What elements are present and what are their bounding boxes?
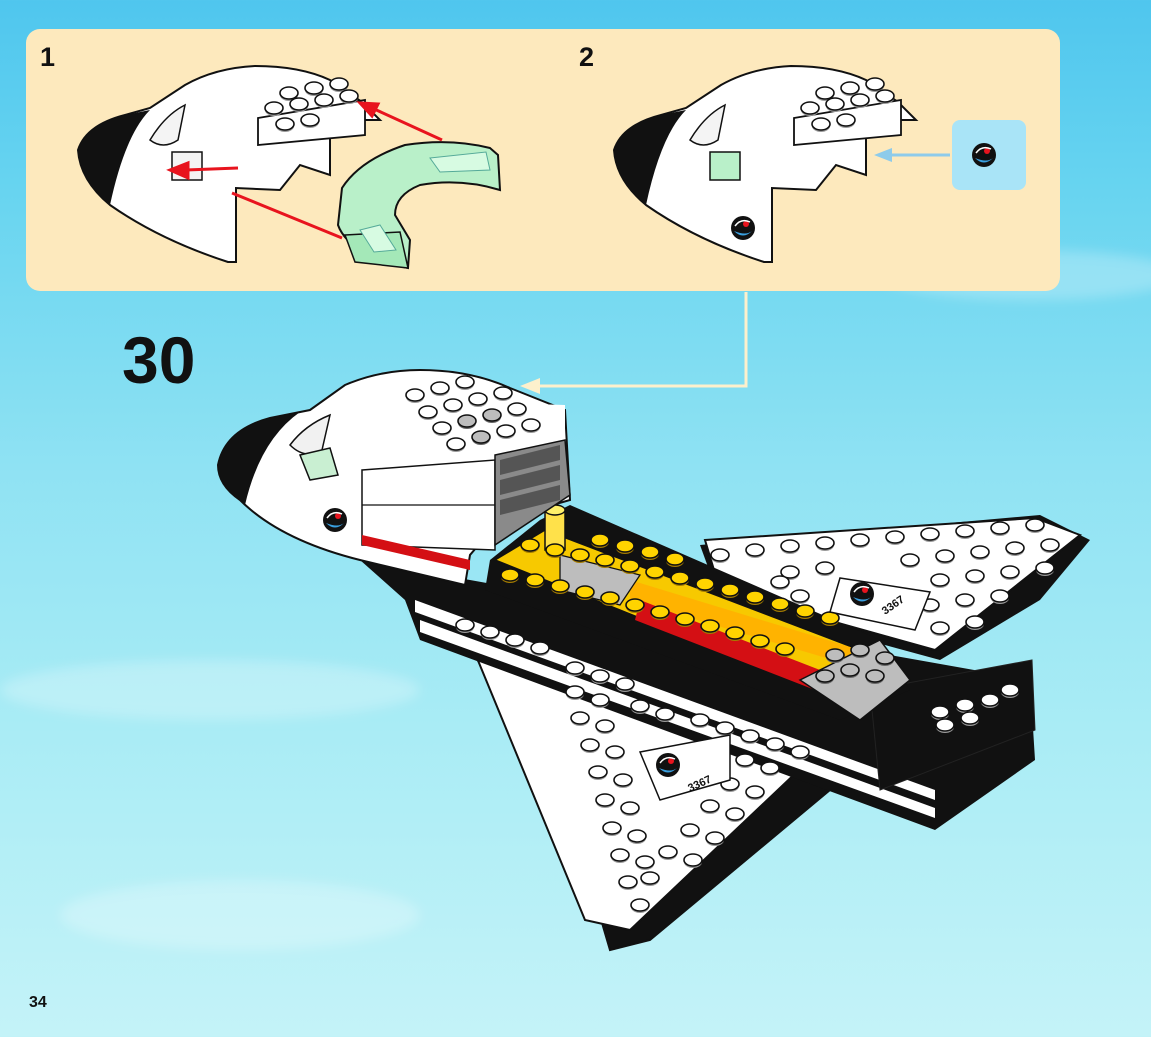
cockpit-hood-with-sticker [614, 66, 916, 262]
substep-1-illustration [78, 66, 500, 268]
substep-2-illustration [614, 66, 1026, 262]
sticker-callout [952, 120, 1026, 190]
cockpit-hood-part [78, 66, 380, 262]
callout-connector-arrow [520, 292, 746, 394]
assembly-arrow-blue [874, 148, 950, 162]
windscreen-part [338, 142, 500, 268]
space-shuttle-model: 3367 3367 [218, 370, 1090, 950]
